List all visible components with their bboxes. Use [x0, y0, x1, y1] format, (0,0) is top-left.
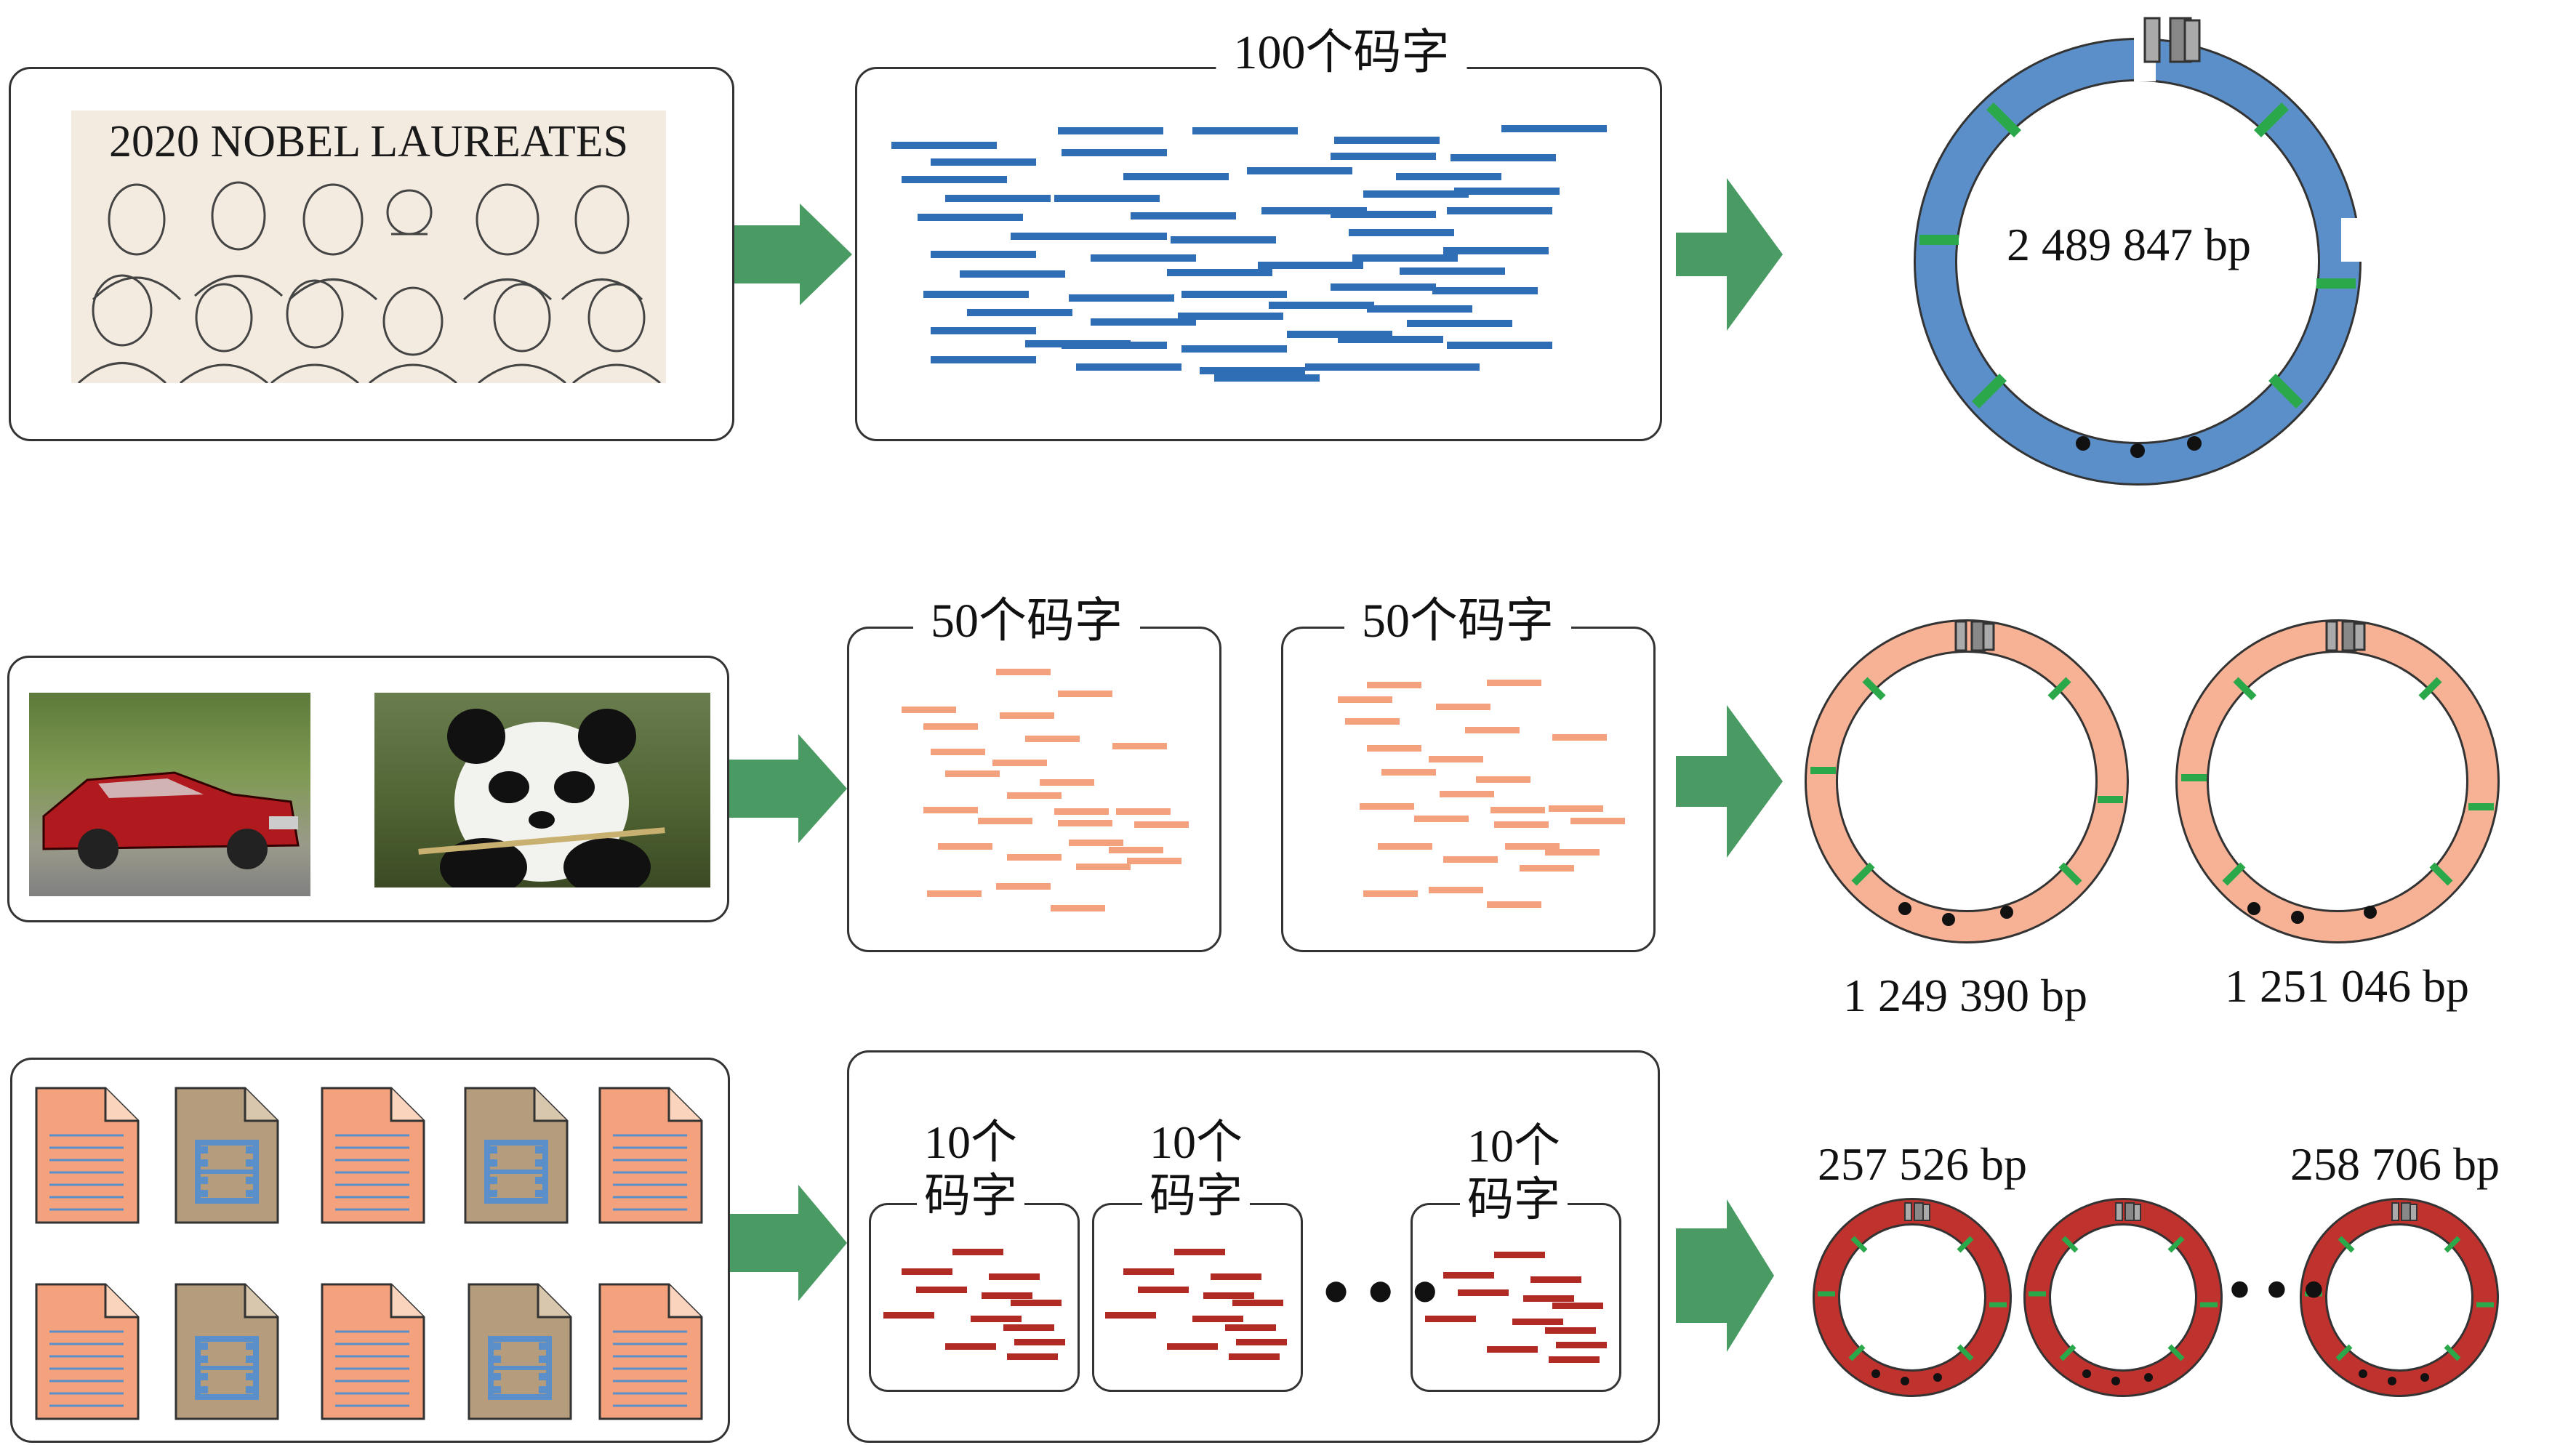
header-cluster: [1954, 620, 1995, 652]
oligo-pool-10-b: [1092, 1203, 1303, 1392]
arrow-right-icon: [1676, 705, 1783, 858]
genome-ring-a: [1805, 619, 2129, 943]
arrow-right-icon: [729, 734, 847, 843]
oligo-pool-100: [855, 67, 1662, 441]
panda-shape: [418, 709, 665, 887]
portrait: [462, 183, 553, 301]
laureate-sketches: [77, 181, 661, 383]
arrow-right-icon: [729, 1185, 847, 1301]
portrait: [270, 279, 359, 383]
car-photo: [29, 693, 310, 896]
genome-ellipsis: •••: [2225, 1265, 2336, 1319]
gene-marker: [1810, 677, 2123, 886]
gene-marker: [2181, 677, 2494, 886]
oligo-count-text: 10个 码字: [1467, 1120, 1560, 1225]
panda-photo: [374, 693, 710, 887]
oligo-pool-50-a: [847, 627, 1221, 952]
repeat-dots: [2359, 1369, 2429, 1385]
portrait: [386, 189, 433, 236]
car-shape: [42, 771, 300, 869]
header-cluster: [2115, 1202, 2141, 1221]
repeat-dots: [1898, 902, 2013, 926]
repeat-dots: [2247, 902, 2377, 924]
genome-ring-b: [2175, 619, 2500, 943]
input-box-files: [10, 1058, 730, 1443]
genome-size-label: 2 489 847 bp: [2007, 219, 2251, 270]
portrait: [180, 283, 268, 383]
arrow-right-icon: [1676, 178, 1783, 331]
oligo-count-label: 100个码字: [1216, 29, 1467, 77]
gene-marker: [2029, 1236, 2218, 1361]
arrow-right-icon: [734, 204, 852, 305]
oligo-count-text: 10个 码字: [1149, 1116, 1243, 1222]
portrait: [572, 283, 661, 383]
oligo-count-label-b: 50个码字: [1344, 597, 1571, 645]
portrait: [369, 286, 457, 383]
portrait: [288, 183, 378, 301]
header-cluster: [2325, 620, 2366, 652]
oligo-pool-10-a: [869, 1203, 1080, 1392]
oligo-ellipsis: •••: [1317, 1260, 1451, 1327]
portrait: [478, 283, 566, 383]
repeat-dots: [1871, 1369, 1942, 1385]
header-cluster: [1904, 1202, 1930, 1221]
gene-marker: [1818, 1236, 2007, 1361]
arrow-right-icon: [1676, 1199, 1774, 1352]
genome-size-label-first: 257 526 bp: [1818, 1138, 2027, 1190]
oligo-pool-50-b: [1281, 627, 1656, 952]
genome-ring-1: [1813, 1198, 2012, 1397]
nobel-caption: 2020 NOBEL LAUREATES: [108, 117, 629, 166]
oligo-count-label-10b: 10个 码字: [1142, 1116, 1250, 1223]
header-cluster: [2143, 17, 2201, 63]
header-cluster: [2391, 1202, 2417, 1221]
genome-size-label-a: 1 249 390 bp: [1843, 970, 2087, 1021]
oligo-count-text: 10个 码字: [924, 1116, 1017, 1222]
portrait: [193, 181, 284, 297]
portrait: [92, 183, 182, 301]
genome-ring-2: [2023, 1198, 2223, 1397]
oligo-count-label-a: 50个码字: [913, 597, 1140, 645]
portrait: [77, 274, 167, 383]
oligo-count-label-10a: 10个 码字: [917, 1116, 1024, 1223]
oligo-count-label-10c: 10个 码字: [1460, 1119, 1568, 1227]
genome-size-label-last: 258 706 bp: [2290, 1138, 2500, 1190]
genome-size-label-b: 1 251 046 bp: [2225, 960, 2469, 1012]
portrait: [561, 185, 643, 301]
repeat-dots: [2076, 436, 2202, 458]
repeat-dots: [2082, 1369, 2153, 1385]
nobel-laureates-image: 2020 NOBEL LAUREATES: [71, 110, 666, 383]
